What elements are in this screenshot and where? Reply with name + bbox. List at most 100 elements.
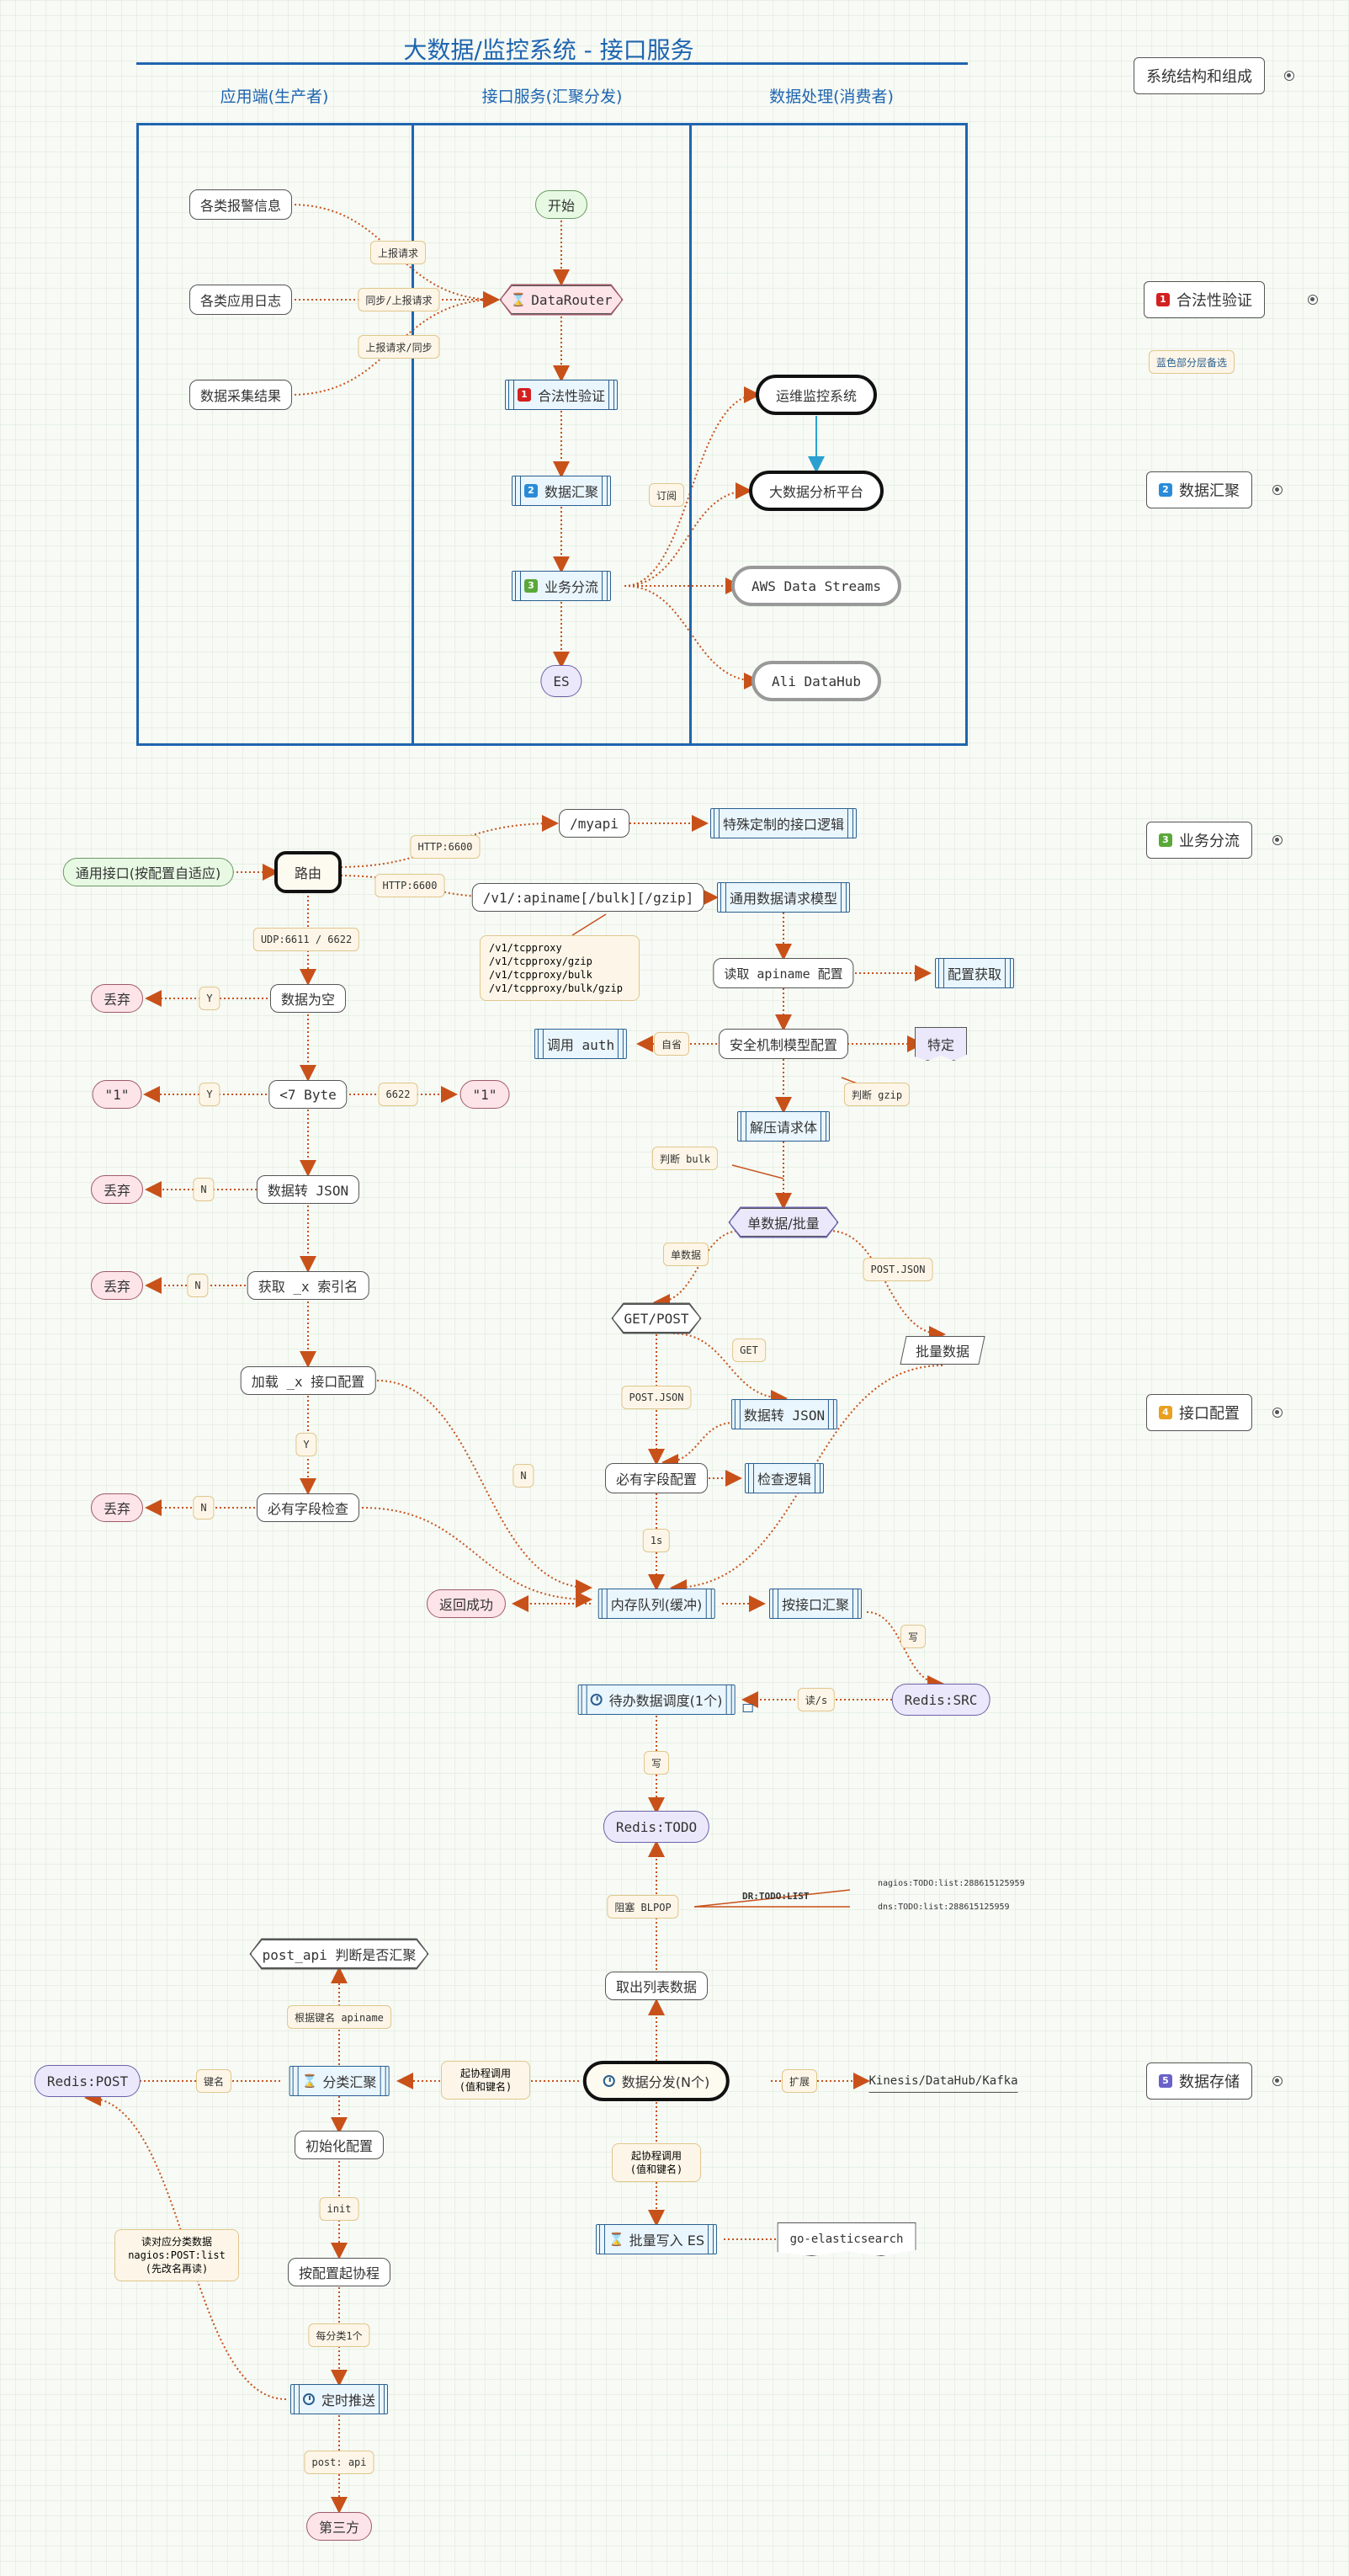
edge-label: 阻塞 BLPOP xyxy=(607,1895,679,1919)
memory-queue-node[interactable]: 内存队列(缓冲) xyxy=(597,1589,715,1619)
specific-node[interactable]: 特定 xyxy=(914,1027,968,1061)
edge-label: 单数据 xyxy=(662,1243,709,1266)
special-logic-node[interactable]: 特殊定制的接口逻辑 xyxy=(709,808,858,838)
consumer-ali[interactable]: Ali DataHub xyxy=(752,661,881,701)
kinesis-node[interactable]: Kinesis/DataHub/Kafka xyxy=(868,2069,1018,2093)
todo-list-item: dns:TODO:list:288615125959 xyxy=(878,1903,1010,1912)
expand-icon[interactable] xyxy=(1272,485,1283,495)
todo-list-label: DR:TODO:LIST xyxy=(742,1891,810,1902)
field-check-node[interactable]: 必有字段检查 xyxy=(256,1493,360,1522)
empty-check-node[interactable]: 数据为空 xyxy=(269,984,347,1013)
redis-post-node[interactable]: Redis:POST xyxy=(34,2065,141,2097)
consumer-bigdata[interactable]: 大数据分析平台 xyxy=(748,471,884,511)
index-node[interactable]: 获取 _x 索引名 xyxy=(247,1271,369,1300)
dispatch-n-node[interactable]: 数据分发(N个) xyxy=(582,2061,730,2101)
sidebar-structure[interactable]: 系统结构和组成 xyxy=(1134,57,1265,94)
json-node[interactable]: 数据转 JSON xyxy=(256,1175,360,1204)
page-title: 大数据/监控系统 - 接口服务 xyxy=(403,36,694,64)
redis-todo-node[interactable]: Redis:TODO xyxy=(603,1811,710,1843)
edge-label: 订阅 xyxy=(648,483,685,507)
edge-label: N xyxy=(193,1178,215,1201)
config-get-node[interactable]: 配置获取 xyxy=(934,958,1015,988)
init-config-node[interactable]: 初始化配置 xyxy=(294,2131,385,2159)
lane-header-consumer: 数据处理(消费者) xyxy=(769,88,894,106)
edge-label: 1s xyxy=(642,1529,671,1552)
security-node[interactable]: 安全机制模型配置 xyxy=(718,1029,849,1059)
take-list-node[interactable]: 取出列表数据 xyxy=(604,1972,709,2000)
edge-label: 判断 gzip xyxy=(843,1083,911,1106)
edge-label: UDP:6611 / 6622 xyxy=(252,928,360,951)
batch-es-node[interactable]: ⌛批量写入 ES xyxy=(595,2224,718,2254)
by-api-node[interactable]: 按接口汇聚 xyxy=(768,1589,863,1619)
route-node[interactable]: 路由 xyxy=(274,851,343,893)
classify-node[interactable]: ⌛分类汇聚 xyxy=(289,2066,390,2096)
connector-line xyxy=(672,1333,788,1407)
by-config-node[interactable]: 按配置起协程 xyxy=(287,2258,391,2286)
lt7-node[interactable]: <7 Byte xyxy=(268,1080,348,1109)
myapi-node[interactable]: /myapi xyxy=(559,809,629,838)
single-bulk-node[interactable]: 单数据/批量 xyxy=(730,1208,837,1237)
required-field-node[interactable]: 必有字段配置 xyxy=(604,1463,709,1493)
batch-data-node[interactable]: 批量数据 xyxy=(900,1336,985,1365)
third-party-node[interactable]: 第三方 xyxy=(305,2512,373,2541)
connector-line xyxy=(624,482,752,587)
expand-icon[interactable] xyxy=(1272,2076,1283,2086)
read-config-node[interactable]: 读取 apiname 配置 xyxy=(713,958,854,988)
to-json-node[interactable]: 数据转 JSON xyxy=(730,1399,838,1429)
note-icon xyxy=(742,1704,753,1712)
datarouter-node[interactable]: ⌛DataRouter xyxy=(501,285,622,314)
auth-node[interactable]: 调用 auth xyxy=(534,1029,628,1059)
edge-label: 键名 xyxy=(195,2069,232,2093)
edge-label: 自省 xyxy=(653,1032,690,1056)
apiname-node[interactable]: /v1/:apiname[/bulk][/gzip] xyxy=(471,883,705,912)
redis-src-node[interactable]: Redis:SRC xyxy=(891,1684,991,1716)
expand-icon[interactable] xyxy=(1308,295,1318,305)
edge-label: post: api xyxy=(304,2451,374,2474)
return-success-node[interactable]: 返回成功 xyxy=(426,1589,507,1618)
decompress-node[interactable]: 解压请求体 xyxy=(736,1111,831,1142)
return-1-node-b[interactable]: "1" xyxy=(459,1080,510,1109)
load-config-node[interactable]: 加载 _x 接口配置 xyxy=(240,1366,376,1395)
edge-label: Y xyxy=(199,1083,220,1106)
drop-node[interactable]: 丢弃 xyxy=(90,984,144,1013)
expand-icon[interactable] xyxy=(1272,835,1283,845)
post-api-node[interactable]: post_api 判断是否汇聚 xyxy=(251,1940,428,1968)
general-model-node[interactable]: 通用数据请求模型 xyxy=(716,882,851,913)
drop-node[interactable]: 丢弃 xyxy=(90,1271,144,1300)
es-storage[interactable]: ES xyxy=(540,665,582,697)
producer-alerts[interactable]: 各类报警信息 xyxy=(189,189,293,220)
go-es-node[interactable]: go-elasticsearch xyxy=(777,2222,916,2256)
number-badge: 3 xyxy=(1159,833,1172,847)
expand-icon[interactable] xyxy=(1284,71,1294,81)
drop-node[interactable]: 丢弃 xyxy=(90,1493,144,1522)
edge-label: Y xyxy=(295,1433,317,1456)
hourglass-icon: ⌛ xyxy=(608,2232,624,2247)
timer-push-node[interactable]: 定时推送 xyxy=(289,2384,389,2414)
expand-icon[interactable] xyxy=(1272,1408,1283,1418)
edge-label: 根据键名 apiname xyxy=(287,2005,391,2029)
todo-schedule-node[interactable]: 待办数据调度(1个) xyxy=(577,1685,753,1715)
number-badge: 2 xyxy=(1159,483,1172,497)
consumer-ops[interactable]: 运维监控系统 xyxy=(755,375,878,415)
return-1-node[interactable]: "1" xyxy=(92,1080,142,1109)
general-api-node[interactable]: 通用接口(按配置自适应) xyxy=(62,858,234,886)
connector-line xyxy=(289,204,500,308)
start-node[interactable]: 开始 xyxy=(534,190,588,219)
edge-label: POST.JSON xyxy=(621,1386,692,1409)
producer-collect[interactable]: 数据采集结果 xyxy=(189,380,293,410)
consumer-aws[interactable]: AWS Data Streams xyxy=(730,566,902,606)
producer-logs[interactable]: 各类应用日志 xyxy=(189,285,293,315)
drop-node[interactable]: 丢弃 xyxy=(90,1175,144,1204)
number-badge: 3 xyxy=(523,579,538,593)
get-post-node[interactable]: GET/POST xyxy=(613,1304,700,1333)
note-blue-optional: 蓝色部分层备选 xyxy=(1148,350,1235,374)
check-logic-node[interactable]: 检查逻辑 xyxy=(744,1463,825,1493)
